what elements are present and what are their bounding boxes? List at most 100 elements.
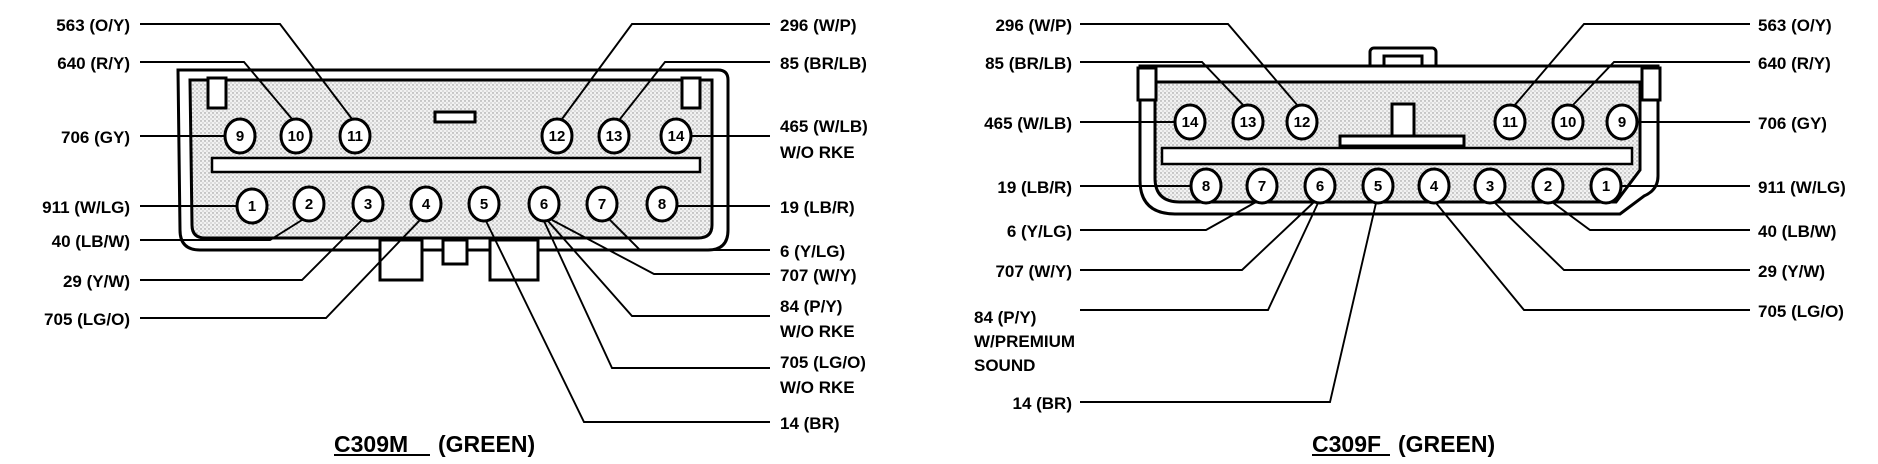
c309m-label-40: 40 (LB/W) (52, 232, 130, 251)
c309m-label-705b: 705 (LG/O) (780, 353, 866, 372)
c309f-label-84-note2: SOUND (974, 356, 1035, 375)
c309f-pin-1: 1 (1589, 167, 1623, 205)
c309m-pin-8: 8 (645, 185, 679, 223)
c309m-pin-2: 2 (292, 185, 326, 223)
c309f-left-latch (1136, 66, 1158, 102)
c309f-pin-14: 14 (1173, 103, 1207, 141)
c309m-wire-6 (609, 219, 770, 251)
svg-text:7: 7 (1258, 178, 1266, 195)
c309f-label-40: 40 (LB/W) (1758, 222, 1836, 241)
c309f-pin-7: 7 (1245, 167, 1279, 205)
c309f-label-14: 14 (BR) (1012, 394, 1072, 413)
c309m-label-6: 6 (Y/LG) (780, 242, 845, 261)
c309f-label-85: 85 (BR/LB) (985, 54, 1072, 73)
svg-text:5: 5 (480, 196, 488, 213)
svg-text:14: 14 (668, 128, 685, 145)
c309m-label-19: 19 (LB/R) (780, 198, 855, 217)
c309f-label-706: 706 (GY) (1758, 114, 1827, 133)
c309f-label-84-note1: W/PREMIUM (974, 332, 1075, 351)
c309f-center-key (1390, 102, 1416, 140)
c309f-pin-3: 3 (1473, 167, 1507, 205)
c309m-wire-40 (140, 219, 303, 241)
c309m-pin-5: 5 (467, 185, 501, 223)
c309f-pin-10: 10 (1551, 103, 1585, 141)
svg-text:4: 4 (1430, 178, 1439, 195)
svg-text:1: 1 (1602, 178, 1610, 195)
svg-text:6: 6 (540, 196, 548, 213)
svg-text:13: 13 (606, 128, 623, 145)
c309m-label-85: 85 (BR/LB) (780, 54, 867, 73)
c309m-wire-14 (485, 220, 770, 423)
c309f-pin-6: 6 (1303, 167, 1337, 205)
svg-text:11: 11 (347, 128, 363, 145)
c309m-separator-bar (210, 156, 702, 174)
c309m-wire-29 (140, 219, 363, 281)
c309m-pin-10: 10 (279, 117, 313, 155)
c309f-label-84: 84 (P/Y) (974, 308, 1036, 327)
svg-text:2: 2 (305, 196, 313, 213)
c309m-label-14: 14 (BR) (780, 414, 840, 433)
c309f-labels: 296 (W/P) 85 (BR/LB) 465 (W/LB) 19 (LB/R… (974, 16, 1846, 413)
c309f-key-slot (1338, 134, 1466, 148)
svg-text:12: 12 (549, 128, 566, 145)
c309m-wire-563 (140, 23, 353, 120)
c309f-right-latch (1640, 66, 1662, 102)
c309f-wires (1080, 23, 1750, 403)
c309f-wire-85 (1080, 61, 1245, 107)
c309f-wire-296 (1080, 23, 1299, 107)
c309m-pin-12: 12 (540, 117, 574, 155)
c309m-label-296: 296 (W/P) (780, 16, 857, 35)
c309f-label-563: 563 (O/Y) (1758, 16, 1832, 35)
c309f-label-707: 707 (W/Y) (995, 262, 1072, 281)
c309m-label-465: 465 (W/LB) (780, 117, 868, 136)
svg-text:5: 5 (1374, 178, 1382, 195)
c309m-wire-84 (547, 220, 770, 317)
c309f-pin-2: 2 (1531, 167, 1565, 205)
c309m-label-29: 29 (Y/W) (63, 272, 130, 291)
c309f-label-6: 6 (Y/LG) (1007, 222, 1072, 241)
c309f-wire-707 (1080, 201, 1315, 271)
c309m-pin-1: 1 (235, 187, 269, 225)
c309m-label-640: 640 (R/Y) (57, 54, 130, 73)
c309f-label-296: 296 (W/P) (995, 16, 1072, 35)
c309m-pin-6: 6 (527, 185, 561, 223)
c309f-color: (GREEN) (1398, 431, 1495, 457)
c309f-wire-14 (1080, 202, 1377, 403)
svg-text:11: 11 (1502, 114, 1518, 131)
svg-text:8: 8 (658, 196, 666, 213)
c309f-pin-9: 9 (1605, 103, 1639, 141)
svg-text:9: 9 (236, 128, 244, 145)
c309m-labels: 563 (O/Y) 640 (R/Y) 706 (GY) 911 (W/LG) … (42, 16, 868, 433)
c309m-pin-4: 4 (409, 185, 443, 223)
c309m-left-latch (206, 76, 228, 110)
svg-text:14: 14 (1182, 114, 1199, 131)
svg-text:13: 13 (1240, 114, 1257, 131)
c309f-wire-640 (1571, 61, 1750, 107)
svg-text:3: 3 (1486, 178, 1494, 195)
c309m-name: C309M (334, 431, 408, 457)
c309m-pin-7: 7 (585, 185, 619, 223)
c309f-pin-11: 11 (1493, 103, 1527, 141)
c309m-label-911: 911 (W/LG) (42, 198, 130, 217)
c309m-pin-3: 3 (351, 185, 385, 223)
c309m-wire-705b (543, 220, 770, 369)
c309f-pin-5: 5 (1361, 167, 1395, 205)
c309m-pin-11: 11 (338, 117, 372, 155)
c309f-label-705: 705 (LG/O) (1758, 302, 1844, 321)
c309m-wire-296 (561, 23, 770, 120)
c309m-label-563: 563 (O/Y) (56, 16, 130, 35)
svg-text:9: 9 (1618, 114, 1626, 131)
c309m-wire-85 (619, 61, 770, 120)
c309f-label-465: 465 (W/LB) (984, 114, 1072, 133)
c309m-wire-707 (551, 219, 770, 275)
c309f-label-29: 29 (Y/W) (1758, 262, 1825, 281)
c309m-label-84: 84 (P/Y) (780, 297, 842, 316)
svg-text:10: 10 (1560, 114, 1577, 131)
c309m-key-slot (433, 110, 477, 124)
svg-text:7: 7 (598, 196, 606, 213)
c309m-wire-705a (140, 219, 421, 319)
c309f-label-911: 911 (W/LG) (1758, 178, 1846, 197)
c309m-right-latch (680, 76, 702, 110)
c309f-wire-40 (1551, 201, 1750, 231)
